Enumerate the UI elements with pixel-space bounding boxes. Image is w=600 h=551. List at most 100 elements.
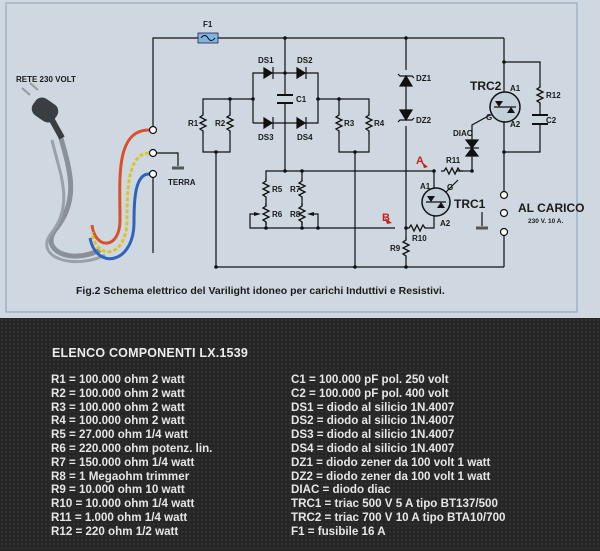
- label-r2: R2: [215, 119, 226, 128]
- label-r4: R4: [374, 119, 385, 128]
- label-r10: R10: [412, 234, 427, 243]
- label-dz2: DZ2: [416, 116, 432, 125]
- diode-ds3: [263, 116, 274, 130]
- list-item: R7 = 150.000 ohm 1/4 watt: [51, 455, 195, 469]
- list-item: R12 = 220 ohm 1/2 watt: [51, 524, 179, 538]
- terminal-load-1: [499, 190, 509, 200]
- label-trc1-a2: A2: [440, 219, 451, 228]
- terminal-load-earth: [499, 208, 509, 218]
- test-point-arrows: [385, 162, 428, 224]
- label-trc1: TRC1: [454, 197, 486, 211]
- list-item: R5 = 27.000 ohm 1/4 watt: [51, 428, 188, 442]
- list-item: DS1 = diodo al silicio 1N.4007: [291, 400, 455, 414]
- point-b-label: B: [382, 212, 390, 224]
- list-item: TRC2 = triac 700 V 10 A tipo BTA10/700: [291, 510, 506, 524]
- list-item: R4 = 100.000 ohm 2 watt: [51, 414, 185, 428]
- schematic-diagram: RETE 230 VOLT TERRA AL CARICO 230 V. 10 …: [5, 2, 584, 313]
- label-c1: C1: [296, 95, 307, 104]
- parts-list-other-components: C1 = 100.000 pF pol. 250 volt C2 = 100.0…: [291, 373, 505, 539]
- triac-trc1: [421, 187, 451, 217]
- label-r11: R11: [446, 156, 461, 165]
- load-label: AL CARICO: [518, 201, 584, 215]
- list-item: DZ2 = diodo zener da 100 volt 1 watt: [291, 469, 491, 483]
- resistor-r4: [365, 111, 373, 135]
- resistor-r9: [402, 236, 410, 260]
- list-item: R8 = 1 Megaohm trimmer: [51, 469, 190, 483]
- parts-list-resistors: R1 = 100.000 ohm 2 watt R2 = 100.000 ohm…: [51, 373, 212, 539]
- list-item: C2 = 100.000 pF pol. 400 volt: [291, 386, 449, 400]
- point-a-label: A: [416, 155, 424, 167]
- plug-icon: [21, 82, 65, 140]
- earth-label: TERRA: [168, 178, 196, 187]
- list-item: F1 = fusibile 16 A: [291, 524, 386, 538]
- terminal-neutral: [148, 169, 158, 179]
- label-dz1: DZ1: [416, 74, 432, 83]
- wiper-arrows: [254, 212, 314, 216]
- load-rating: 230 V. 10 A.: [528, 218, 563, 225]
- resistor-r5: [262, 177, 270, 201]
- label-trc2: TRC2: [470, 79, 502, 93]
- label-r12: R12: [546, 91, 561, 100]
- label-r6: R6: [272, 210, 283, 219]
- parts-list-panel: ELENCO COMPONENTI LX.1539 R1 = 100.000 o…: [0, 318, 600, 551]
- label-r8: R8: [290, 210, 301, 219]
- label-r1: R1: [188, 119, 199, 128]
- list-item: DZ1 = diodo zener da 100 volt 1 watt: [291, 455, 491, 469]
- resistor-r1: [199, 111, 207, 135]
- resistor-r2: [226, 111, 234, 135]
- resistor-r11: [440, 167, 464, 175]
- list-item: R10 = 10.000 ohm 1/4 watt: [51, 497, 195, 511]
- list-item: R1 = 100.000 ohm 2 watt: [51, 373, 185, 386]
- diode-ds1: [263, 66, 274, 80]
- label-r9: R9: [390, 244, 401, 253]
- terminal-phase: [148, 125, 158, 135]
- figure-caption: Fig.2 Schema elettrico del Varilight ido…: [76, 285, 445, 297]
- label-ds4: DS4: [297, 133, 313, 142]
- label-trc1-a1: A1: [420, 182, 431, 191]
- label-diac: DIAC: [453, 129, 473, 138]
- resistor-r3: [335, 111, 343, 135]
- label-trc2-g: G: [486, 113, 492, 122]
- potentiometer-r6: [262, 202, 270, 226]
- label-trc2-a2: A2: [510, 120, 521, 129]
- label-r7: R7: [290, 185, 301, 194]
- diac: [464, 139, 480, 157]
- capacitors: [277, 94, 548, 125]
- label-ds1: DS1: [258, 56, 274, 65]
- list-item: C1 = 100.000 pF pol. 250 volt: [291, 373, 449, 386]
- label-ds2: DS2: [297, 56, 313, 65]
- parts-list-title: ELENCO COMPONENTI LX.1539: [52, 346, 249, 360]
- list-item: DS3 = diodo al silicio 1N.4007: [291, 428, 455, 442]
- list-item: DIAC = diodo diac: [291, 483, 391, 497]
- wires: [152, 37, 541, 268]
- mains-cable: [21, 82, 150, 264]
- terminal-earth: [148, 148, 158, 158]
- label-c2: C2: [546, 116, 557, 125]
- resistor-r10: [405, 224, 429, 232]
- terminals: [148, 125, 509, 237]
- terminal-load-2: [499, 227, 509, 237]
- bridge-diodes: [263, 66, 480, 157]
- mains-label: RETE 230 VOLT: [16, 75, 76, 84]
- label-ds3: DS3: [258, 133, 274, 142]
- zener-dz2: [397, 109, 415, 123]
- diode-ds4: [296, 116, 307, 130]
- list-item: TRC1 = triac 500 V 5 A tipo BT137/500: [291, 497, 498, 511]
- label-trc1-g: G: [447, 183, 453, 192]
- list-item: R3 = 100.000 ohm 2 watt: [51, 400, 185, 414]
- list-item: R11 = 1.000 ohm 1/4 watt: [51, 510, 188, 524]
- fuse-element-icon: [200, 35, 216, 41]
- zener-dz1: [397, 73, 415, 87]
- label-trc2-a1: A1: [510, 84, 521, 93]
- list-item: DS4 = diodo al silicio 1N.4007: [291, 441, 455, 455]
- list-item: R6 = 220.000 ohm potenz. lin.: [51, 441, 213, 455]
- label-r3: R3: [344, 119, 355, 128]
- list-item: R9 = 10.000 ohm 10 watt: [51, 483, 185, 497]
- label-f1: F1: [203, 20, 213, 29]
- list-item: R2 = 100.000 ohm 2 watt: [51, 386, 185, 400]
- diode-ds2: [296, 66, 307, 80]
- schematic-figure: RETE 230 VOLT TERRA AL CARICO 230 V. 10 …: [5, 2, 585, 313]
- ground-icons: [172, 166, 488, 230]
- resistor-r12: [536, 83, 544, 107]
- label-r5: R5: [272, 185, 283, 194]
